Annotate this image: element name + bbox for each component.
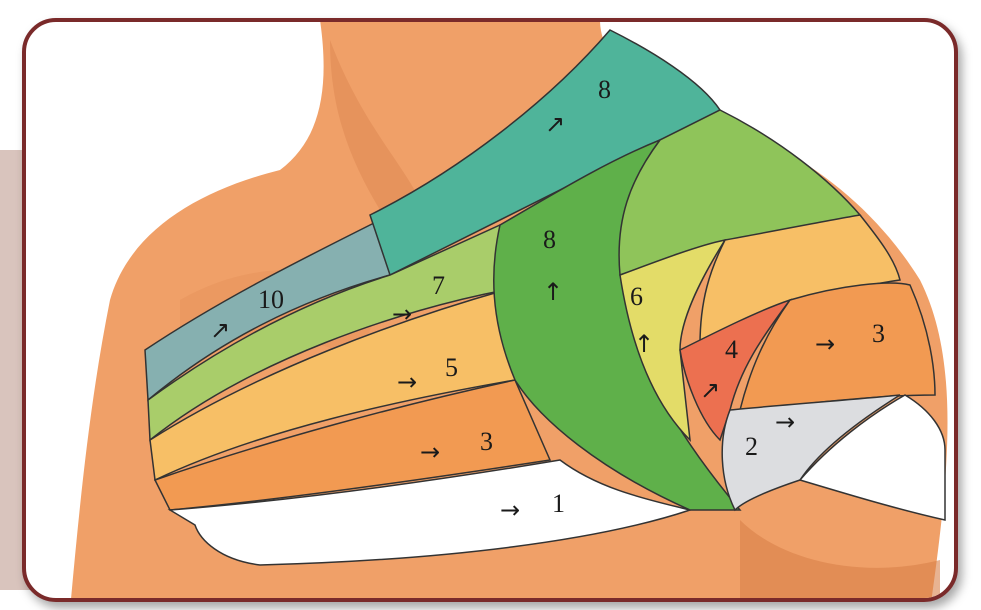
arrow-10: ↗ [210,316,230,344]
label-3-arm: 3 [872,319,885,348]
label-10: 10 [258,285,284,314]
illustration-frame: 8 ↗ 8 ↑ 10 ↗ 7 → 6 ↑ 5 → 4 ↗ 3 → 3 → 2 →… [22,18,958,602]
label-1: 1 [552,489,565,518]
label-3-chest: 3 [480,427,493,456]
arrow-9: ↗ [545,110,565,138]
arrow-5: → [397,368,417,396]
label-7: 7 [432,271,445,300]
arrow-1: → [500,496,520,524]
arrow-3-arm: → [815,330,835,358]
arrow-8: ↑ [543,278,563,306]
label-5: 5 [445,353,458,382]
arrow-6: ↑ [634,330,654,358]
arrow-7: → [392,300,412,328]
label-9: 8 [598,75,611,104]
shoulder-taping-diagram: 8 ↗ 8 ↑ 10 ↗ 7 → 6 ↑ 5 → 4 ↗ 3 → 3 → 2 →… [22,18,958,602]
arrow-2: → [775,408,795,436]
arrow-3-chest: → [420,438,440,466]
label-6: 6 [630,282,643,311]
arrow-4: ↗ [700,376,720,404]
label-2: 2 [745,432,758,461]
label-8: 8 [543,225,556,254]
label-4: 4 [725,335,738,364]
